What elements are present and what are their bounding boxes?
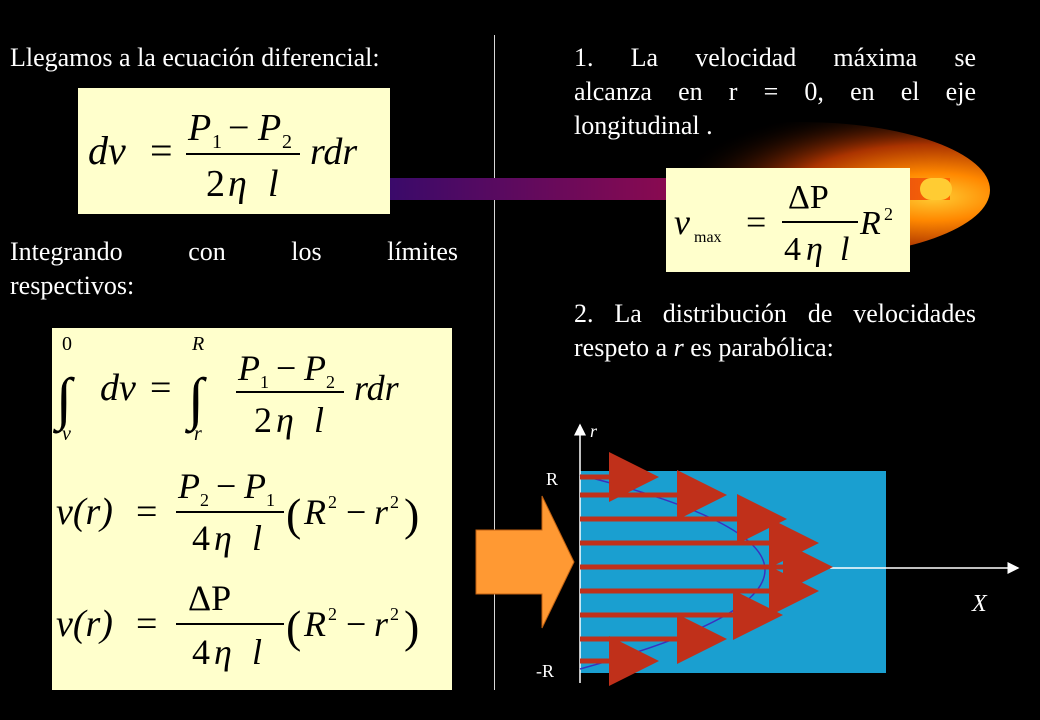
- svg-text:P: P: [303, 348, 326, 388]
- svg-text:−: −: [346, 492, 366, 532]
- svg-text:(: (: [286, 601, 301, 652]
- equation-box-integrals: 0 ∫ v dv = R ∫ r P 1 − P 2 2 η l rdr v(r…: [52, 328, 452, 690]
- svg-text:4: 4: [192, 632, 210, 672]
- svg-text:0: 0: [62, 333, 72, 355]
- svg-text:dv: dv: [88, 128, 126, 173]
- svg-text:−: −: [276, 348, 296, 388]
- svg-text:=: =: [136, 491, 157, 533]
- svg-text:1: 1: [212, 131, 222, 153]
- point2-var-r: r: [673, 333, 684, 362]
- svg-text:η: η: [276, 400, 294, 440]
- svg-text:=: =: [136, 603, 157, 645]
- svg-text:2: 2: [328, 604, 337, 624]
- svg-text:2: 2: [884, 204, 893, 224]
- equation-vmax: v max = ΔP 4 η l R 2: [674, 179, 893, 268]
- svg-text:η: η: [214, 518, 232, 558]
- svg-text:2: 2: [206, 163, 225, 205]
- equation-differential: dv = P 1 − P 2 2 η l rdr: [88, 107, 357, 205]
- svg-text:P: P: [257, 107, 281, 149]
- label-neg-R: -R: [536, 661, 554, 681]
- equation-box-vmax: v max = ΔP 4 η l R 2: [666, 168, 910, 272]
- svg-text:4: 4: [192, 518, 210, 558]
- svg-text:ΔP: ΔP: [788, 179, 829, 216]
- svg-text:v(r): v(r): [56, 603, 113, 645]
- svg-text:R: R: [303, 604, 326, 644]
- svg-text:1: 1: [266, 490, 275, 510]
- svg-text:): ): [404, 601, 419, 652]
- svg-text:l: l: [252, 518, 262, 558]
- svg-text:l: l: [840, 231, 849, 268]
- equation-box-differential: dv = P 1 − P 2 2 η l rdr: [78, 88, 390, 214]
- svg-text:−: −: [228, 107, 249, 149]
- svg-text:rdr: rdr: [354, 368, 400, 408]
- integrating-line1: Integrando con los límites: [10, 237, 458, 266]
- heading-differential: Llegamos a la ecuación diferencial:: [10, 43, 380, 72]
- svg-text:2: 2: [326, 372, 335, 392]
- svg-text:P: P: [243, 466, 266, 506]
- point2-line2: respeto a r es parabólica:: [574, 332, 834, 364]
- svg-text:P: P: [237, 348, 260, 388]
- svg-text:v: v: [62, 423, 71, 445]
- svg-text:1: 1: [260, 372, 269, 392]
- svg-text:2: 2: [200, 490, 209, 510]
- svg-text:max: max: [694, 229, 722, 246]
- point2-text-a: respeto a: [574, 333, 674, 362]
- axis-label-x: X: [971, 591, 988, 617]
- svg-text:r: r: [374, 492, 389, 532]
- svg-text:ΔP: ΔP: [188, 578, 231, 618]
- svg-text:2: 2: [328, 492, 337, 512]
- svg-text:r: r: [194, 423, 202, 445]
- column-divider: [494, 35, 495, 690]
- svg-text:η: η: [228, 163, 247, 205]
- bar-tip: [920, 178, 952, 200]
- svg-text:=: =: [746, 202, 766, 242]
- paren-close: ): [404, 489, 419, 540]
- svg-text:R: R: [303, 492, 326, 532]
- svg-text:R: R: [191, 333, 204, 355]
- svg-text:2: 2: [390, 492, 399, 512]
- svg-text:2: 2: [282, 131, 292, 153]
- label-R: R: [546, 469, 558, 489]
- point1-line1: 1. La velocidad máxima se: [574, 43, 976, 72]
- point1-line2: alcanza en r = 0, en el eje: [574, 77, 976, 106]
- svg-text:rdr: rdr: [310, 131, 357, 173]
- svg-text:v(r): v(r): [56, 491, 113, 533]
- svg-text:P: P: [177, 466, 200, 506]
- svg-text:l: l: [252, 632, 262, 672]
- point1-line3: longitudinal .: [574, 111, 713, 140]
- svg-text:v: v: [674, 202, 690, 242]
- svg-text:−: −: [216, 466, 236, 506]
- svg-text:η: η: [214, 632, 232, 672]
- integral-sign-left: ∫: [52, 366, 75, 434]
- paren-open: (: [286, 489, 301, 540]
- axis-label-r: r: [590, 421, 598, 441]
- svg-text:2: 2: [390, 604, 399, 624]
- point2-text-b: es parabólica:: [683, 333, 834, 362]
- svg-text:dv: dv: [100, 367, 136, 409]
- svg-text:r: r: [374, 604, 389, 644]
- svg-text:=: =: [150, 367, 171, 409]
- svg-text:P: P: [187, 107, 211, 149]
- svg-text:l: l: [268, 163, 279, 205]
- point2-line1: 2. La distribución de velocidades: [574, 299, 976, 328]
- integral-sign-right: ∫: [184, 366, 207, 434]
- velocity-profile-diagram: r R -R X: [536, 421, 1020, 686]
- pipe-rect: [580, 471, 886, 673]
- svg-text:−: −: [346, 604, 366, 644]
- svg-text:l: l: [314, 400, 324, 440]
- svg-text:=: =: [150, 128, 173, 173]
- big-orange-arrow: [475, 495, 575, 629]
- svg-text:η: η: [806, 231, 823, 268]
- svg-text:2: 2: [254, 400, 272, 440]
- integrating-line2: respectivos:: [10, 271, 135, 300]
- svg-text:R: R: [859, 205, 881, 242]
- svg-text:4: 4: [784, 231, 801, 268]
- equations-integrated: 0 ∫ v dv = R ∫ r P 1 − P 2 2 η l rdr v(r…: [52, 333, 419, 672]
